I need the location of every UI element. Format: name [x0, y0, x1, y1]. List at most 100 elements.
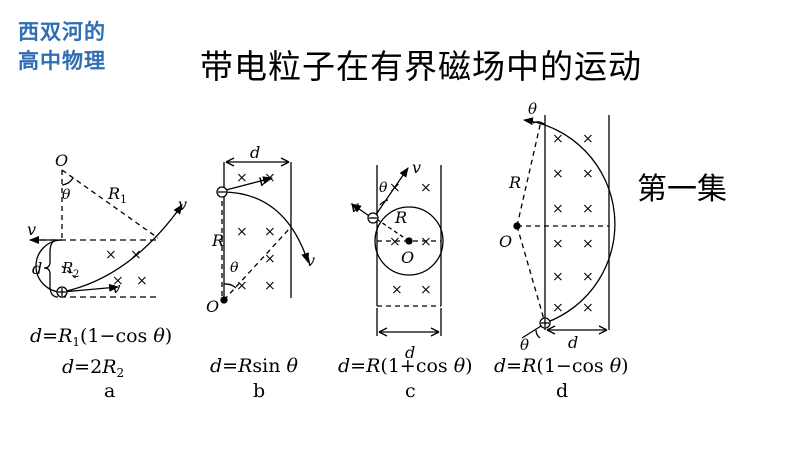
- d-cross-1: ×: [552, 131, 564, 147]
- a-theta-arc: [61, 177, 74, 186]
- c-velocity-up: [374, 167, 409, 217]
- c-center-dot: [405, 237, 413, 245]
- d-velocity-in: [521, 325, 542, 339]
- c-cross-2: ×: [420, 180, 432, 196]
- a-cross-2: ×: [130, 247, 142, 263]
- episode-label: 第一集: [637, 172, 727, 207]
- b-caption: b: [253, 380, 265, 402]
- c-caption: c: [405, 380, 416, 402]
- a-cross-3: ×: [112, 273, 124, 289]
- a-velocity-bottom: [61, 283, 119, 293]
- a-cross-1: ×: [105, 247, 117, 263]
- c-d-arrowheads: [378, 327, 440, 337]
- logo: 西双河的 高中物理: [18, 18, 106, 76]
- d-cross-3: ×: [552, 166, 564, 182]
- b-cross-4: ×: [264, 224, 276, 240]
- d-theta-arc-top: [532, 121, 546, 126]
- diagram-b: [216, 157, 309, 304]
- a-label-R: R: [107, 184, 120, 203]
- d-cross-11: ×: [552, 300, 564, 316]
- a-label-R2: R: [61, 259, 73, 277]
- logo-line-2: 高中物理: [18, 49, 106, 73]
- d-cross-7: ×: [552, 236, 564, 252]
- b-theta-arc: [223, 283, 237, 289]
- d-d-arrowheads: [546, 325, 608, 335]
- diagram-c: [351, 165, 444, 337]
- c-cross-3: ×: [389, 234, 401, 250]
- a-radius-r1: [61, 169, 159, 239]
- a-label-theta: θ: [62, 187, 71, 203]
- b-label-v-start: v: [258, 171, 267, 190]
- b-cross-6: ×: [236, 278, 248, 294]
- a-caption: a: [104, 380, 115, 402]
- a-cross-4: ×: [136, 273, 148, 289]
- d-cross-12: ×: [582, 300, 594, 316]
- d-radius-bottom: [516, 225, 546, 324]
- diagram-d: [513, 115, 616, 339]
- b-cross-5: ×: [264, 251, 276, 267]
- b-cross-1: ×: [236, 170, 248, 186]
- a-formula-2: d=2R2: [62, 356, 124, 380]
- c-theta-arc: [379, 199, 389, 206]
- b-label-d: d: [250, 143, 260, 162]
- b-cross-7: ×: [264, 278, 276, 294]
- b-d-arrowheads: [225, 157, 290, 167]
- a-radius-r2: [61, 265, 79, 281]
- d-trajectory: [523, 117, 616, 324]
- a-label-v-bottom: v: [112, 279, 121, 297]
- d-cross-4: ×: [582, 166, 594, 182]
- b-cross-2: ×: [264, 170, 276, 186]
- a-label-v-right: v: [178, 195, 187, 214]
- c-cross-5: ×: [391, 282, 403, 298]
- diagram-a: [29, 169, 183, 298]
- a-label-v-left: v: [27, 220, 36, 239]
- b-velocity-start: [225, 176, 273, 191]
- b-label-theta: θ: [230, 260, 239, 276]
- c-label-O: O: [401, 248, 414, 267]
- d-label-theta-bottom: θ: [520, 336, 529, 354]
- c-cross-1: ×: [389, 180, 401, 196]
- a-label-d: d: [32, 259, 42, 278]
- b-formula: d=Rsin θ: [210, 355, 299, 377]
- c-cross-6: ×: [420, 282, 432, 298]
- a-formula: d=R1(1−cos θ): [30, 325, 172, 349]
- page-title: 带电粒子在有界磁场中的运动: [200, 47, 642, 86]
- b-label-O: O: [206, 297, 219, 316]
- a-label-R-sub: 1: [120, 193, 127, 206]
- c-label-d: d: [405, 343, 415, 362]
- a-label-O: O: [55, 151, 68, 170]
- c-label-v-left: v: [350, 197, 359, 216]
- d-formula: d=R(1−cos θ): [494, 355, 629, 377]
- c-label-R: R: [394, 208, 407, 227]
- logo-line-1: 西双河的: [18, 20, 106, 44]
- c-label-v-up: v: [412, 158, 421, 177]
- a-trajectory: [61, 204, 183, 293]
- b-cross-3: ×: [236, 224, 248, 240]
- d-label-theta-top: θ: [528, 100, 537, 118]
- d-cross-9: ×: [552, 269, 564, 285]
- d-cross-2: ×: [582, 131, 594, 147]
- a-d-bracket: [43, 239, 59, 298]
- d-cross-5: ×: [552, 201, 564, 217]
- d-cross-10: ×: [582, 269, 594, 285]
- c-formula: d=R(1+cos θ): [338, 355, 473, 377]
- d-label-O: O: [499, 232, 512, 251]
- diagram-b-labels: d v R θ O v × × × × × × × d=Rsin θ b: [206, 143, 315, 402]
- d-theta-arc-bottom: [535, 329, 541, 339]
- b-label-R: R: [211, 231, 224, 250]
- d-label-R: R: [508, 173, 521, 192]
- d-label-d: d: [568, 333, 578, 352]
- d-cross-6: ×: [582, 201, 594, 217]
- b-trajectory: [221, 191, 309, 263]
- c-circle-trajectory: [374, 206, 444, 276]
- a-small-arc: [35, 239, 63, 293]
- b-label-v-end: v: [306, 251, 315, 270]
- b-center-dot: [220, 296, 228, 304]
- diagram-d-labels: θ R O θ d × × × × × × × × × × × × d=R(1−…: [494, 100, 629, 402]
- diagram-c-labels: v θ v R O d × × × × × × d=R(1+cos θ) c: [338, 158, 473, 402]
- d-cross-8: ×: [582, 236, 594, 252]
- b-radius-exit: [223, 227, 291, 301]
- d-center-dot: [513, 222, 521, 230]
- c-cross-4: ×: [420, 234, 432, 250]
